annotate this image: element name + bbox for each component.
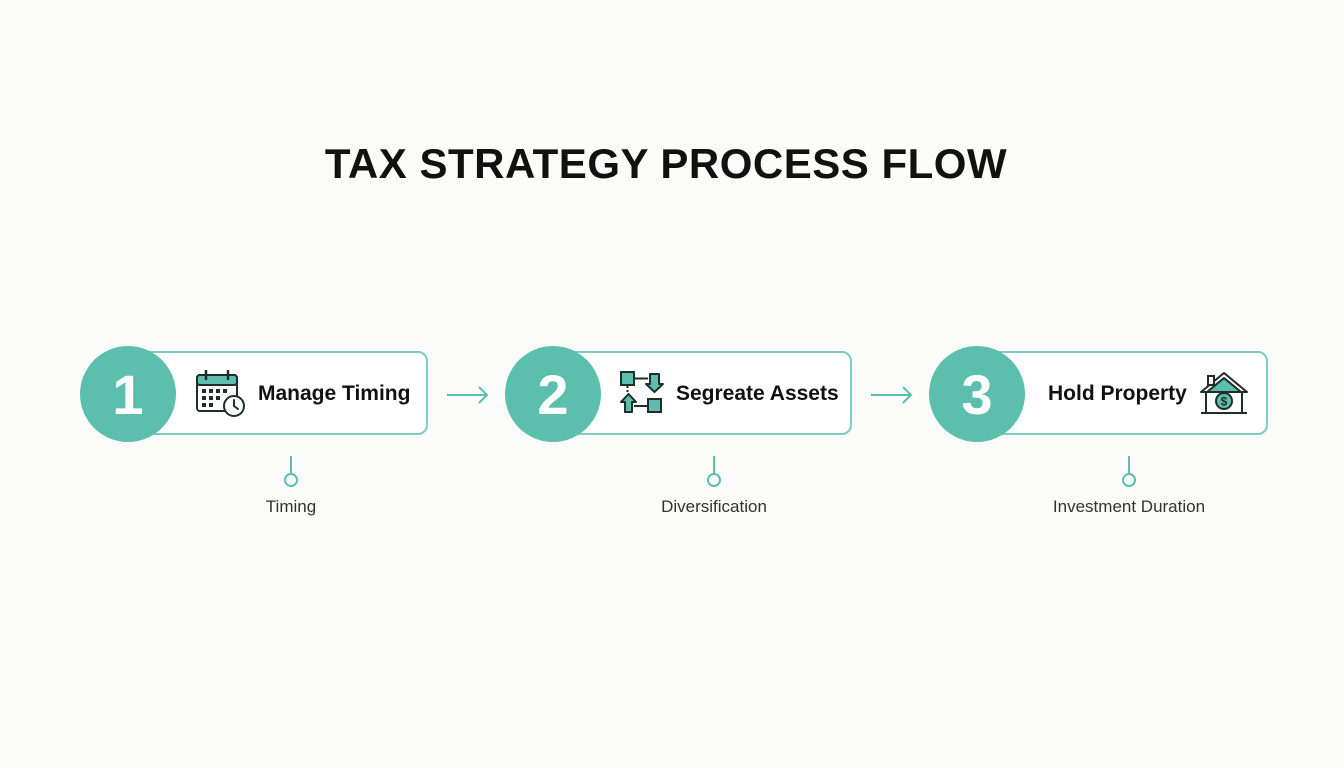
step-2-caption: Diversification bbox=[661, 497, 767, 516]
step-1: 1 Manage Timing bbox=[80, 346, 428, 442]
connector-pin bbox=[707, 456, 721, 487]
step-2-label: Segreate Assets bbox=[676, 382, 839, 405]
step-2: 2 Segreate Assets bbox=[505, 346, 852, 442]
step-3-caption: Investment Duration bbox=[1052, 497, 1206, 516]
house-dollar-icon: $ bbox=[1200, 372, 1248, 414]
step-2-number-badge: 2 bbox=[505, 346, 601, 442]
connector-pin bbox=[284, 456, 298, 487]
asset-sorting-icon bbox=[620, 371, 664, 413]
svg-text:$: $ bbox=[1221, 395, 1228, 409]
step-3-number-badge: 3 bbox=[929, 346, 1025, 442]
step-1-number-badge: 1 bbox=[80, 346, 176, 442]
step-1-caption: Timing bbox=[265, 497, 317, 516]
arrow-right-icon bbox=[871, 386, 913, 404]
arrow-right-icon bbox=[447, 386, 489, 404]
page-title: TAX STRATEGY PROCESS FLOW bbox=[324, 140, 1008, 187]
calendar-clock-icon bbox=[196, 370, 245, 417]
step-1-label: Manage Timing bbox=[258, 382, 411, 405]
connector-pin bbox=[1122, 456, 1136, 487]
step-3: 3 Hold Property $ bbox=[929, 346, 1268, 442]
step-3-label: Hold Property bbox=[1048, 382, 1187, 405]
